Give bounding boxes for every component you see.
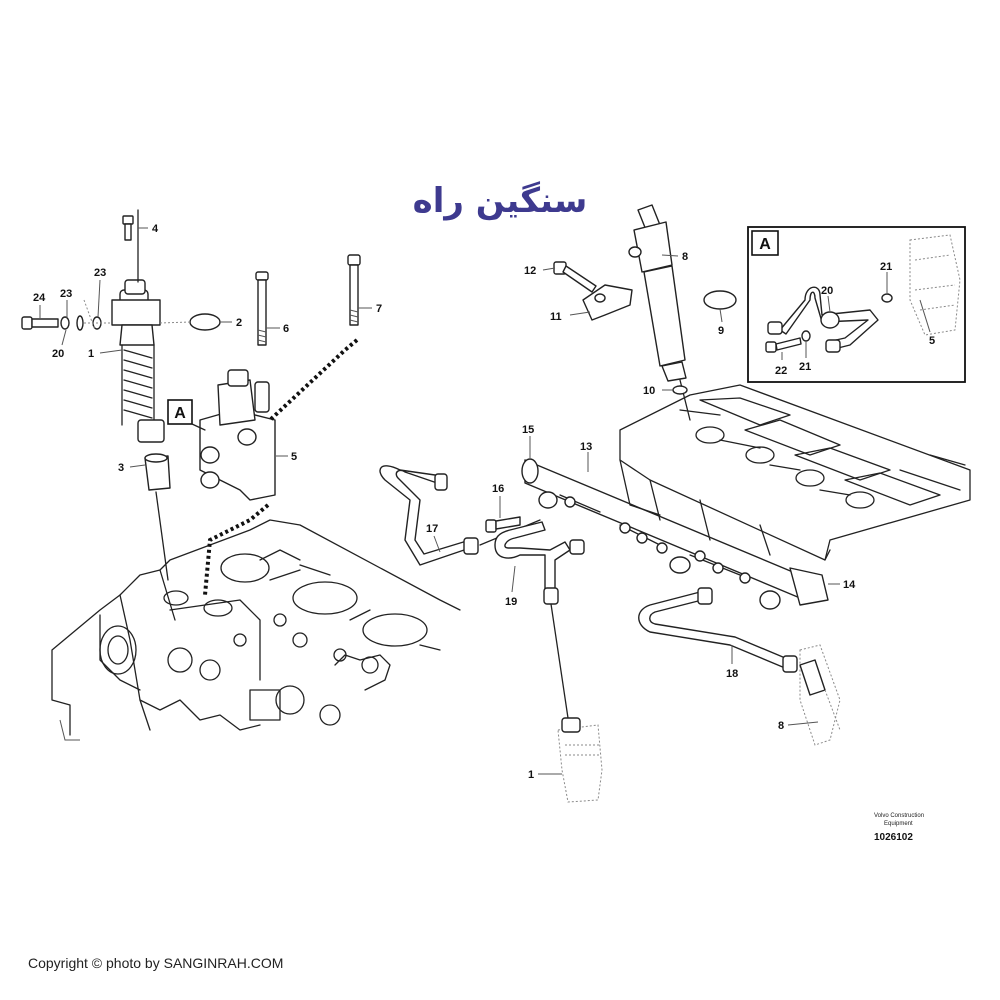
fuel-pipe-19 [494, 521, 585, 719]
leader-lines [39, 227, 931, 775]
alignment-line-bolt7 [268, 338, 359, 422]
callout-13: 13 [580, 441, 592, 453]
engine-block [51, 519, 461, 741]
bolt-7 [347, 254, 361, 326]
callout-21: 21 [880, 261, 892, 273]
reference-number: 1026102 [874, 832, 913, 843]
callout-19: 19 [505, 596, 517, 608]
callout-12: 12 [524, 265, 536, 277]
brand-logo: سنگین راه [413, 181, 588, 221]
injector-spring [121, 344, 155, 426]
drawing-reference: Volvo Construction Equipment 1026102 [874, 813, 924, 843]
injector-8-upper [628, 204, 691, 421]
cylinder-head [619, 384, 971, 561]
callout-20: 20 [52, 348, 64, 360]
callout-3: 3 [118, 462, 124, 474]
callout-10: 10 [643, 385, 655, 397]
callout-labels: 4 24 23 23 2 6 7 20 1 5 3 12 8 11 9 10 1… [33, 223, 935, 781]
clamp-bracket-11 [582, 284, 633, 321]
washer-10 [672, 385, 688, 395]
reference-line2: Equipment [884, 821, 913, 827]
callout-16: 16 [492, 483, 504, 495]
callout-2: 2 [236, 317, 242, 329]
callout-21: 21 [799, 361, 811, 373]
unit-injector-lower [557, 717, 603, 803]
fuel-pipe-18 [638, 587, 798, 673]
bolt-12 [553, 261, 597, 293]
callout-8: 8 [778, 720, 784, 732]
o-ring-9 [703, 290, 737, 310]
callout-9: 9 [718, 325, 724, 337]
callout-7: 7 [376, 303, 382, 315]
callout-23: 23 [94, 267, 106, 279]
callout-24: 24 [33, 292, 46, 304]
callout-15: 15 [522, 424, 534, 436]
callout-5: 5 [291, 451, 297, 463]
reference-line1: Volvo Construction [874, 813, 924, 819]
unit-pump-5 [199, 369, 276, 501]
svg-text:A: A [174, 405, 186, 422]
logo-text: سنگین راه [413, 181, 588, 221]
fuel-pipe-17 [379, 465, 541, 566]
fuel-rail-13 [521, 458, 829, 610]
view-marker-a-detail: A [751, 230, 779, 256]
callout-1: 1 [88, 348, 94, 360]
callout-8: 8 [682, 251, 688, 263]
callout-4: 4 [152, 223, 159, 235]
view-marker-a-main: A [167, 399, 206, 431]
bolt-24-assembly [21, 299, 112, 331]
o-ring-2 [159, 313, 221, 331]
detail-view-a [747, 226, 966, 383]
callout-17: 17 [426, 523, 438, 535]
callout-20: 20 [821, 285, 833, 297]
bolt-6 [255, 271, 269, 346]
callout-6: 6 [283, 323, 289, 335]
svg-text:A: A [759, 236, 771, 253]
callout-11: 11 [550, 311, 562, 323]
injector-8-lower [799, 644, 841, 746]
bolt-4 [122, 215, 134, 241]
sleeve-3 [144, 453, 171, 581]
callout-1: 1 [528, 769, 534, 781]
copyright-text: Copyright © photo by SANGINRAH.COM [28, 955, 283, 971]
callout-14: 14 [843, 579, 856, 591]
callout-23: 23 [60, 288, 72, 300]
callout-5: 5 [929, 335, 935, 347]
bolt-16 [485, 516, 521, 533]
unit-injector-left [111, 209, 165, 443]
callout-22: 22 [775, 365, 787, 377]
callout-18: 18 [726, 668, 738, 680]
